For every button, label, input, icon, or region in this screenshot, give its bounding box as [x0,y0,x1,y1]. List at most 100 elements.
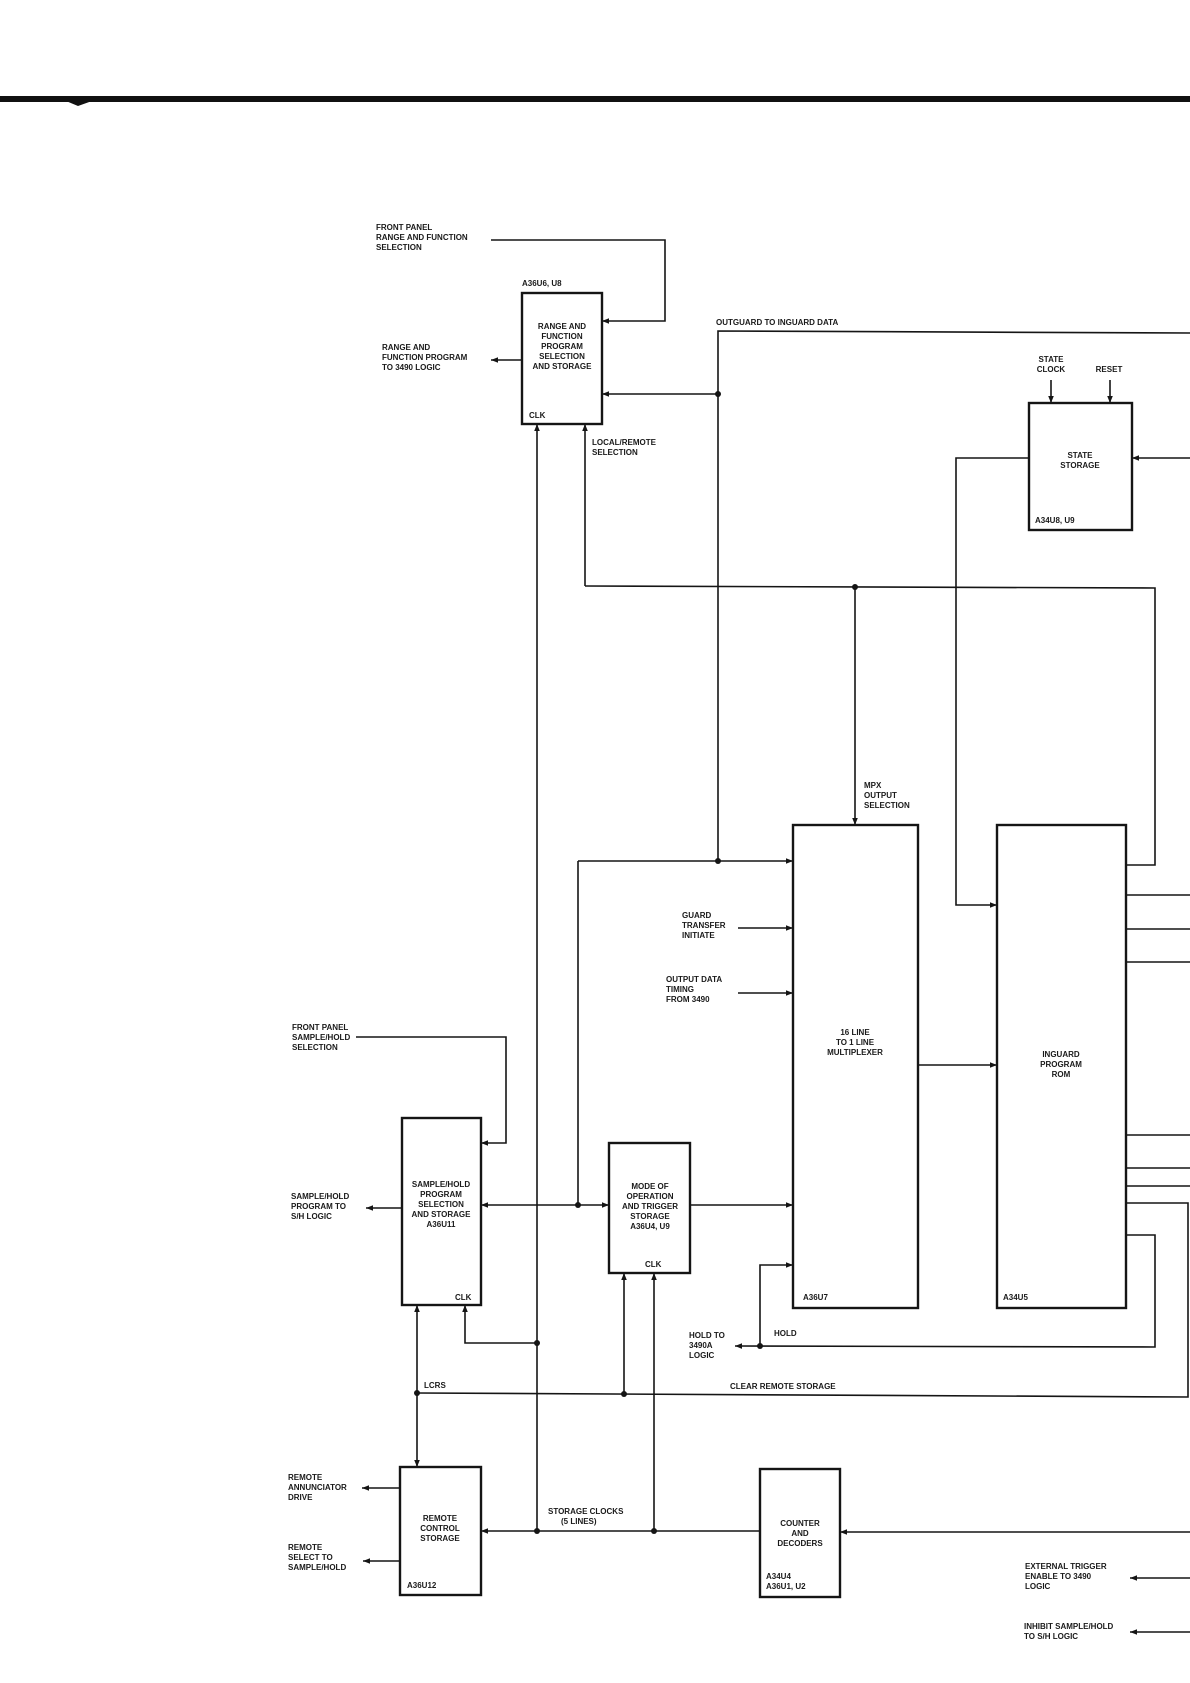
signal-label-line: REMOTE [288,1473,323,1482]
signal-label-line: STATE [1038,355,1064,364]
multiplexer-box [791,823,920,1310]
signal-local-remote: LOCAL/REMOTE SELECTION [592,438,657,457]
signal-front-panel-range: FRONT PANEL RANGE AND FUNCTION SELECTION [376,223,468,252]
junction-dot [534,1528,540,1534]
part-reference: A36U7 [803,1293,828,1302]
inguard-rom-block: INGUARD PROGRAM ROM A34U5 [995,823,1128,1310]
signal-label-line: FRONT PANEL [292,1023,348,1032]
block-label-line: SELECTION [539,352,585,361]
signal-label-line: MPX [864,781,882,790]
signal-label-line: SAMPLE/HOLD [292,1033,350,1042]
multiplexer-block: 16 LINE TO 1 LINE MULTIPLEXER A36U7 [791,823,920,1310]
signal-state-clock: STATE CLOCK [1037,355,1066,374]
signal-outguard-data: OUTGUARD TO INGUARD DATA [716,318,838,327]
wire-rom-select-bus [584,585,1156,866]
wire-front-panel-range [491,239,666,324]
junction-dot [651,1528,657,1534]
wire-outguard-data [717,330,1190,861]
junction-dot [757,1343,763,1349]
signal-label-line: SAMPLE/HOLD [288,1563,346,1572]
signal-label-line: ANNUNCIATOR [288,1483,347,1492]
block-label-line: CONTROL [420,1524,460,1533]
block-label-line: SAMPLE/HOLD [412,1180,470,1189]
remote-control-box [398,1465,483,1597]
signal-label-line: TO S/H LOGIC [1024,1632,1078,1641]
signal-label-line: RANGE AND [382,343,430,352]
signal-label-line: SELECTION [376,243,422,252]
signal-label-line: SELECTION [592,448,638,457]
block-label-line: STORAGE [630,1212,670,1221]
part-reference: A34U5 [1003,1293,1028,1302]
signal-mpx-output: MPX OUTPUT SELECTION [864,781,910,810]
wire-state-to-rom [955,457,1029,908]
counter-decoders-box [758,1467,842,1599]
signal-label-line: SELECT TO [288,1553,333,1562]
block-label-line: AND [791,1529,809,1538]
block-label-line: PROGRAM [420,1190,462,1199]
signal-label-line: OUTPUT DATA [666,975,722,984]
signal-label-line: PROGRAM TO [291,1202,346,1211]
signal-storage-clocks: STORAGE CLOCKS (5 LINES) [548,1507,624,1526]
mode-trigger-box [607,1141,692,1275]
junction-dot [414,1390,420,1396]
sample-hold-box [400,1116,483,1307]
signal-label-line: 3490A [689,1341,713,1350]
junction-dot [575,1202,581,1208]
part-reference: A36U6, U8 [522,279,562,288]
signal-label-line: INITIATE [682,931,715,940]
signal-range-program-out: RANGE AND FUNCTION PROGRAM TO 3490 LOGIC [382,343,468,372]
signal-label-line: TO 3490 LOGIC [382,363,441,372]
junction-dot [715,858,721,864]
block-label-line: SELECTION [418,1200,464,1209]
signal-label-line: TRANSFER [682,921,726,930]
signal-label-line: LOGIC [689,1351,715,1360]
range-function-box [520,291,604,426]
part-reference: A34U4 [766,1572,791,1581]
sample-hold-block: SAMPLE/HOLD PROGRAM SELECTION AND STORAG… [400,1116,483,1307]
counter-decoders-block: COUNTER AND DECODERS A34U4 A36U1, U2 [758,1467,842,1599]
block-label-line: PROGRAM [541,342,583,351]
header-rule [0,96,1190,106]
signal-remote-annunciator: REMOTE ANNUNCIATOR DRIVE [288,1473,347,1502]
signal-label-line: EXTERNAL TRIGGER [1025,1562,1107,1571]
signal-label-line: S/H LOGIC [291,1212,332,1221]
wires [356,239,1190,1635]
block-label-line: STORAGE [420,1534,460,1543]
junction-dot [715,391,721,397]
block-label-line: AND TRIGGER [622,1202,678,1211]
wire-sh-clk [462,1305,537,1344]
signal-label-line: REMOTE [288,1543,323,1552]
signal-label-line: TIMING [666,985,694,994]
signal-hold: HOLD [774,1329,797,1338]
signal-label-line: FRONT PANEL [376,223,432,232]
block-label-line: PROGRAM [1040,1060,1082,1069]
signal-external-trigger: EXTERNAL TRIGGER ENABLE TO 3490 LOGIC [1025,1562,1107,1591]
signal-label-line: RANGE AND FUNCTION [376,233,468,242]
part-reference: A36U1, U2 [766,1582,806,1591]
block-label-line: FUNCTION [541,332,583,341]
block-label-line: TO 1 LINE [836,1038,875,1047]
signal-label-line: CLOCK [1037,365,1066,374]
signal-label-line: LOCAL/REMOTE [592,438,657,447]
junction-dot [621,1391,627,1397]
block-label-line: RANGE AND [538,322,586,331]
block-label-line: STATE [1067,451,1093,460]
signal-front-panel-sample-hold: FRONT PANEL SAMPLE/HOLD SELECTION [292,1023,350,1052]
signal-reset: RESET [1096,365,1123,374]
block-label-line: INGUARD [1042,1050,1080,1059]
signal-label-line: SAMPLE/HOLD [291,1192,349,1201]
signal-label-line: INHIBIT SAMPLE/HOLD [1024,1622,1114,1631]
remote-control-block: REMOTE CONTROL STORAGE A36U12 [398,1465,483,1597]
block-label-line: AND STORAGE [412,1210,472,1219]
signal-output-data-timing: OUTPUT DATA TIMING FROM 3490 [666,975,722,1004]
block-label-line: DECODERS [777,1539,823,1548]
block-label-line: REMOTE [423,1514,458,1523]
block-label-line: MODE OF [631,1182,668,1191]
junction-dot [852,584,858,590]
range-function-block: RANGE AND FUNCTION PROGRAM SELECTION AND… [520,279,604,426]
block-label-line: AND STORAGE [533,362,593,371]
signal-sample-hold-program-out: SAMPLE/HOLD PROGRAM TO S/H LOGIC [291,1192,349,1221]
signal-remote-select: REMOTE SELECT TO SAMPLE/HOLD [288,1543,346,1572]
block-label-line: A36U11 [427,1220,456,1229]
